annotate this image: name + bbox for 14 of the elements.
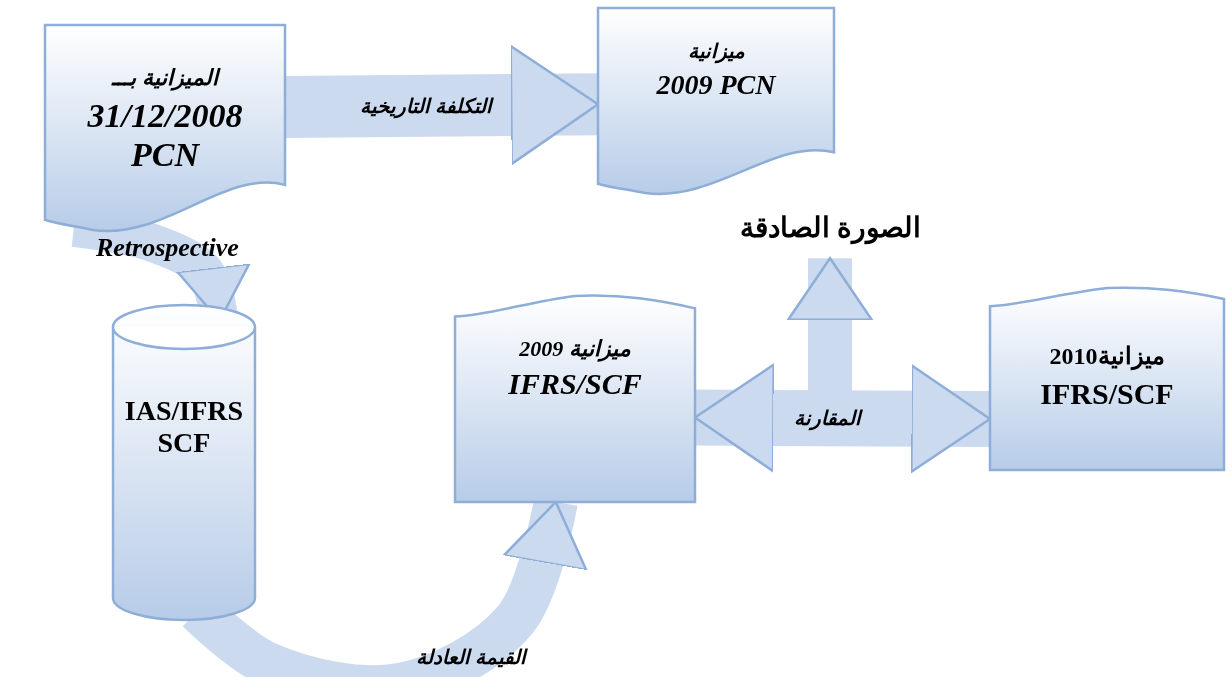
node-text: ميزانية 2009 bbox=[519, 336, 631, 362]
node-text: 2009 PCN bbox=[656, 69, 776, 102]
heading-text: الصورة الصادقة bbox=[739, 212, 921, 245]
block-arrow bbox=[786, 256, 874, 392]
node-text: 31/12/2008 PCN bbox=[86, 96, 244, 175]
edge-label: التكلفة التاريخية bbox=[358, 93, 495, 118]
node-text: IAS/IFRS SCF bbox=[123, 395, 245, 460]
edge-label: Retrospective bbox=[94, 233, 240, 264]
node-text: ميزانية2010 bbox=[1049, 343, 1165, 371]
node-text: IFRS/SCF bbox=[1040, 376, 1174, 412]
edge-label: المقارنة bbox=[793, 406, 864, 431]
node-text: ميزانية bbox=[687, 40, 745, 63]
edge-label: القيمة العادلة bbox=[414, 645, 529, 669]
node-text: IFRS/SCF bbox=[508, 367, 642, 402]
